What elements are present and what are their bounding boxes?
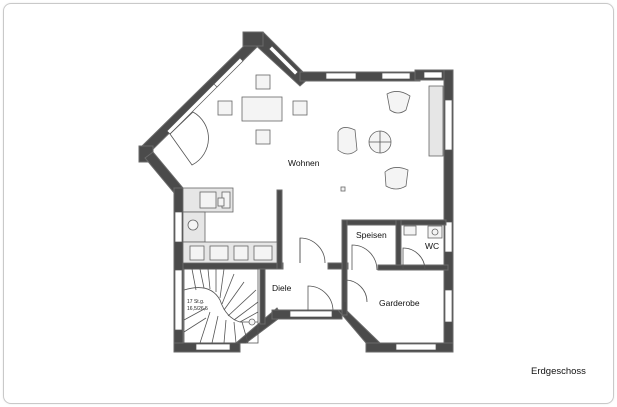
plan-frame: [3, 3, 614, 404]
windows: [166, 45, 453, 351]
room-label-diele: Diele: [272, 283, 292, 293]
wall-bay-left: [139, 39, 258, 156]
door-hall-living: [299, 237, 326, 264]
window-bay-2: [213, 57, 244, 88]
column: [340, 186, 346, 192]
room-label-garderobe: Garderobe: [379, 298, 420, 308]
wall-speisen-wc: [395, 219, 402, 271]
dining-chair-bottom: [255, 129, 271, 145]
kitchen-appliance-3: [233, 245, 249, 261]
kitchen-stool: [217, 197, 225, 207]
dining-chair-left: [217, 100, 233, 116]
stair-box: [183, 268, 259, 344]
kitchen-appliance-1: [189, 245, 205, 261]
kitchen-appliance-2: [209, 245, 229, 261]
window-top-2: [381, 72, 411, 80]
plan-caption: Erdgeschoss: [531, 366, 586, 377]
kitchen: [182, 187, 278, 264]
dining-chair-right: [292, 100, 308, 116]
doors: [169, 111, 426, 312]
wc-fixtures: [403, 225, 443, 239]
dining-set: [217, 74, 308, 145]
stair-label-dims: 16,5/26,5: [187, 306, 208, 312]
wc-basin-drain: [431, 228, 439, 236]
window-top-3: [423, 71, 443, 79]
armchair-top: [386, 91, 411, 114]
door-entrance: [307, 285, 334, 312]
stair-label-steps: 17 St.g.: [187, 299, 204, 305]
kitchen-sink: [199, 191, 217, 209]
wall-kitchen-right: [276, 189, 283, 270]
armchair-left: [337, 127, 358, 155]
kitchen-hob: [187, 219, 199, 231]
window-bay-1: [166, 81, 220, 135]
window-left-stairs: [174, 269, 183, 331]
door-terrace: [169, 111, 209, 166]
kitchen-appliance-4: [253, 245, 273, 261]
wall-hall-top: [327, 262, 349, 270]
window-right-garderobe: [444, 289, 453, 323]
dining-chair-top: [255, 74, 271, 90]
stair-run: [183, 287, 258, 323]
window-bay-3: [268, 45, 299, 76]
door-speisen: [351, 244, 378, 271]
armchair-bottom: [384, 167, 409, 190]
window-right-1: [444, 99, 453, 151]
living-set: [337, 85, 444, 192]
window-left-kitchen: [174, 211, 183, 243]
sideboard: [428, 85, 444, 157]
wall-speisen-left: [341, 219, 348, 316]
window-entry: [289, 310, 333, 318]
window-right-wc: [444, 221, 453, 253]
staircase: 17 St.g. 16,5/26,5: [183, 268, 259, 344]
wall-stair: [259, 268, 266, 325]
room-label-speisen: Speisen: [356, 230, 387, 240]
wc-toilet: [403, 225, 417, 236]
wall-kitchen-hall: [182, 262, 284, 270]
door-wc: [402, 247, 426, 271]
room-label-wohnen: Wohnen: [288, 158, 320, 168]
stair-arrow-dot: [248, 318, 256, 326]
dining-table: [241, 96, 283, 122]
window-bottom-1: [195, 343, 231, 351]
door-garderobe: [344, 279, 368, 303]
interior-walls: [182, 189, 449, 325]
kitchen-counter-bottom: [182, 241, 278, 264]
wall-garderobe-top: [377, 264, 449, 271]
window-bottom-2: [395, 343, 437, 351]
wall-corner-top: [242, 31, 264, 47]
wall-speisen-top: [341, 219, 447, 226]
window-top-1: [325, 72, 357, 80]
room-label-wc: WC: [425, 241, 439, 251]
